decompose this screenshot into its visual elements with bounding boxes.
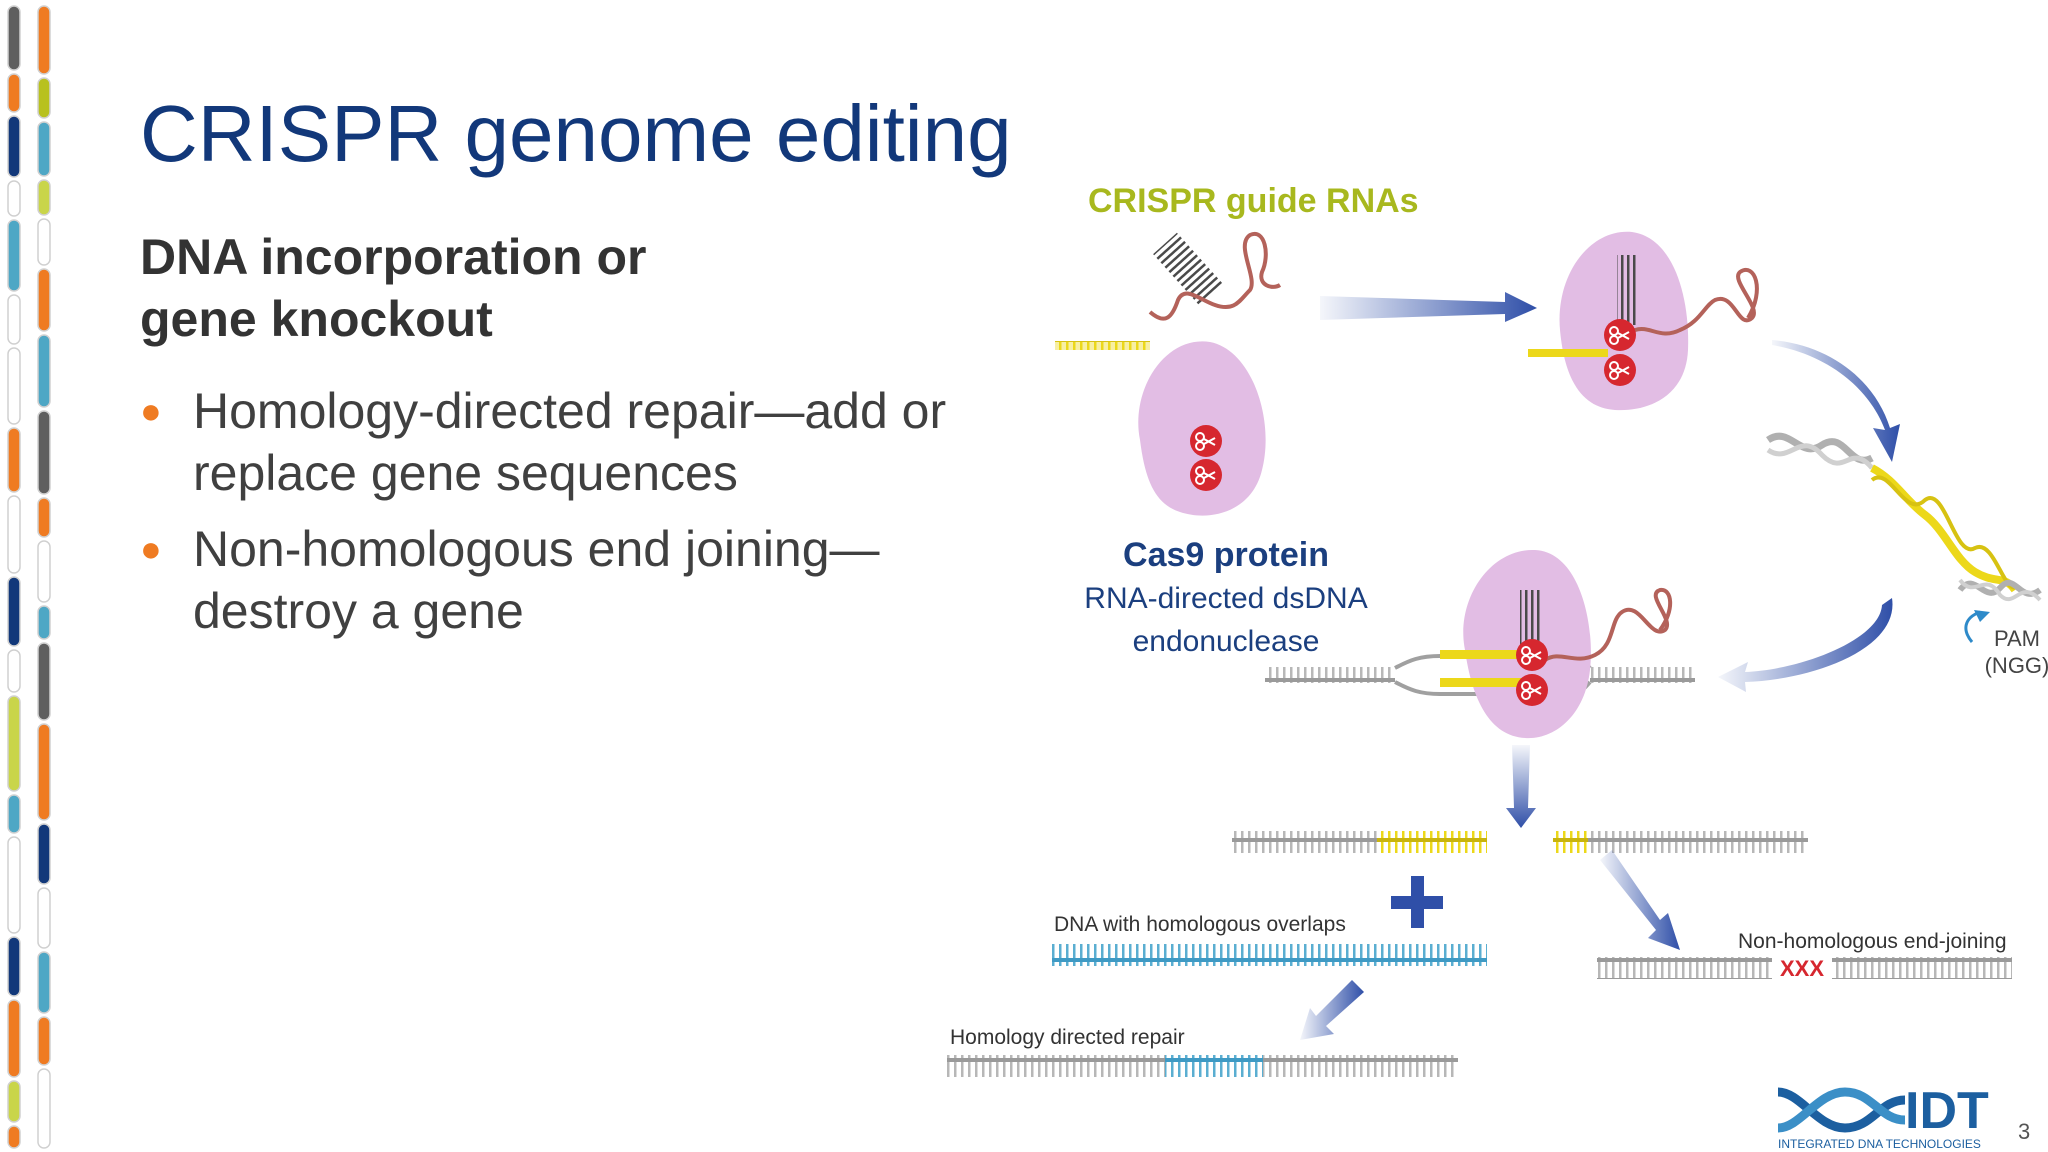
cas9-description-line: RNA-directed dsDNA	[1084, 582, 1367, 615]
slide-subtitle: DNA incorporation or gene knockout	[140, 226, 900, 350]
arrow-down-right-icon	[1600, 850, 1680, 950]
bullet-dot-icon: ●	[140, 390, 162, 431]
nhej-mutation-marker: XXX	[1780, 956, 1824, 981]
idt-logo-tagline: INTEGRATED DNA TECHNOLOGIES	[1778, 1137, 1981, 1151]
idt-logo-text: IDT	[1905, 1082, 1989, 1140]
arrow-down-left-icon	[1300, 980, 1364, 1040]
nhej-dna-icon	[1597, 957, 2012, 979]
hdr-label: Homology directed repair	[950, 1026, 1185, 1049]
arrow-curved-icon	[1772, 340, 1900, 462]
bullet-item: ● Homology-directed repair—add or replac…	[140, 380, 1000, 504]
cas9-description-line: endonuclease	[1133, 625, 1320, 658]
cas9-label: Cas9 protein	[1123, 536, 1329, 574]
bullet-list: ● Homology-directed repair—add or replac…	[140, 380, 1000, 656]
bullet-line: Homology-directed repair—add or	[193, 383, 947, 439]
donor-dna-icon	[1052, 944, 1487, 966]
page-number: 3	[2018, 1119, 2031, 1144]
cas9-protein-icon	[1138, 341, 1266, 516]
bullet-item: ● Non-homologous end joining— destroy a …	[140, 518, 1000, 642]
bullet-line: Non-homologous end joining—	[193, 521, 880, 577]
cas9-guide-complex-icon	[1528, 231, 1759, 411]
hdr-dna-icon	[947, 1055, 1458, 1077]
bullet-line: destroy a gene	[193, 583, 524, 639]
dna-helix-icon	[1766, 432, 2042, 643]
arrow-down-icon	[1506, 745, 1536, 828]
pam-label-line: (NGG)	[1985, 653, 2048, 678]
bullet-dot-icon: ●	[140, 528, 162, 569]
arrow-right-icon	[1320, 292, 1537, 322]
subtitle-line-2: gene knockout	[140, 291, 493, 347]
cas9-dna-binding-icon	[1265, 549, 1695, 739]
idt-logo: IDT INTEGRATED DNA TECHNOLOGIES	[1777, 1082, 1989, 1151]
guide-rna-label: CRISPR guide RNAs	[1088, 182, 1419, 220]
pam-label-line: PAM	[1994, 626, 2040, 651]
slide-title: CRISPR genome editing	[140, 89, 1012, 178]
chromosome-bar-decoration	[7, 5, 51, 1149]
guide-rna-icon	[1055, 231, 1282, 350]
nhej-label: Non-homologous end-joining	[1738, 930, 2007, 953]
arrow-curved-left-icon	[1718, 598, 1893, 692]
plus-icon	[1391, 876, 1443, 928]
cut-dna-icon	[1232, 831, 1808, 853]
donor-dna-label: DNA with homologous overlaps	[1054, 913, 1346, 936]
bullet-line: replace gene sequences	[193, 445, 738, 501]
subtitle-line-1: DNA incorporation or	[140, 229, 647, 285]
